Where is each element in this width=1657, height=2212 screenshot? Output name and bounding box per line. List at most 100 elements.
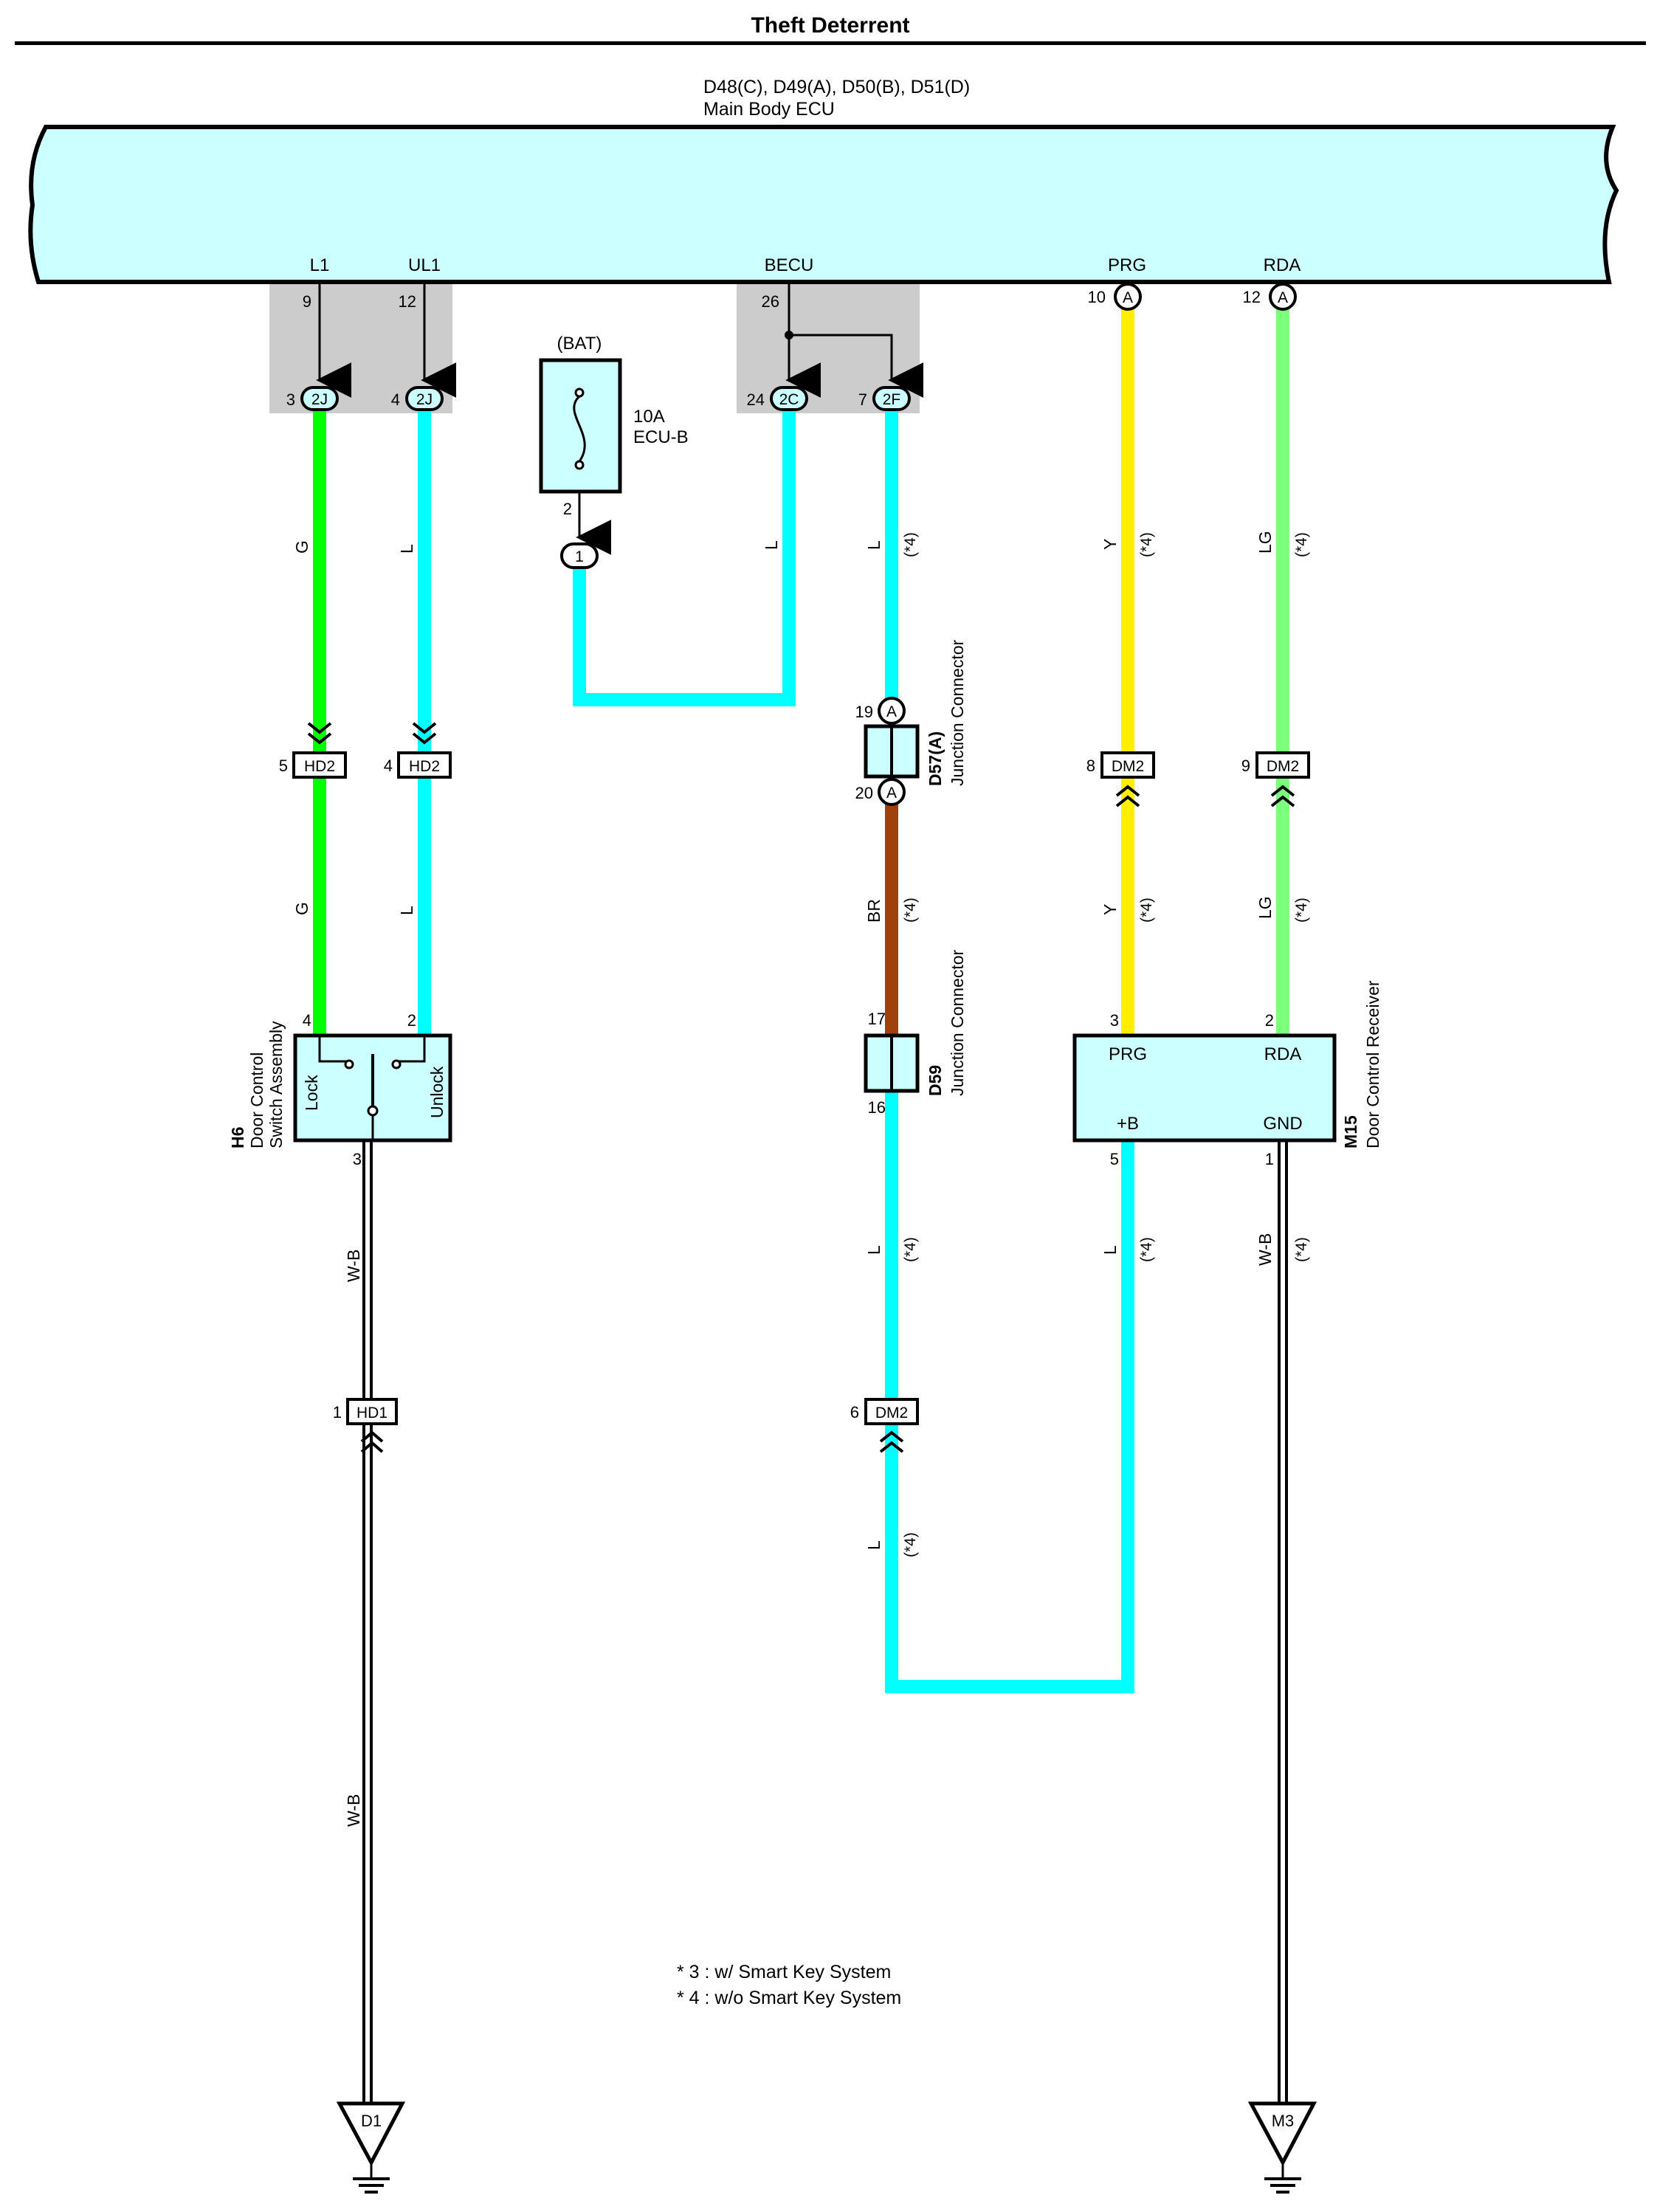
- svg-text:A: A: [886, 703, 897, 720]
- svg-text:DM2: DM2: [875, 1405, 908, 1422]
- h6-name-line1: Door Control: [247, 1052, 266, 1148]
- m15-gnd-label: GND: [1263, 1114, 1302, 1134]
- connector-hd1: HD1: [346, 1398, 398, 1453]
- pin-num-l1: 9: [303, 292, 311, 311]
- m15-pin-rda: 2: [1265, 1011, 1274, 1030]
- page-title: Theft Deterrent: [751, 13, 909, 38]
- d57-name: Junction Connector: [948, 639, 967, 786]
- svg-text:D1: D1: [361, 2112, 382, 2130]
- m15-b-label: +B: [1117, 1114, 1139, 1134]
- wire-note-y-lower: (*4): [1138, 897, 1155, 923]
- pin-dm2-prg: 8: [1086, 757, 1095, 775]
- pin-2c: 24: [747, 390, 765, 409]
- pin-num-becu: 26: [762, 292, 779, 311]
- svg-text:HD1: HD1: [356, 1405, 387, 1422]
- d59-name: Junction Connector: [948, 949, 967, 1096]
- wire-l-becu-to-fuse: [573, 408, 796, 706]
- ecu-pin-l1: L1: [310, 255, 330, 275]
- wire-label-l-d59: L: [864, 1245, 883, 1255]
- wire-label-y-lower: Y: [1100, 904, 1120, 915]
- h6-pin-lock: 4: [303, 1011, 311, 1030]
- connector-hd2-l1: HD2: [292, 722, 347, 779]
- svg-text:2J: 2J: [416, 391, 433, 408]
- ecu-pin-rda: RDA: [1264, 255, 1301, 275]
- connector-2c: 2C: [770, 386, 808, 411]
- pin-num-rda: 12: [1243, 288, 1261, 306]
- wire-label-l-2f: L: [864, 540, 883, 550]
- h6-door-control-switch: [293, 1033, 452, 1143]
- wire-label-y-upper: Y: [1100, 539, 1120, 550]
- ground-m3: M3: [1247, 2101, 1317, 2194]
- wire-label-wb-upper: W-B: [344, 1250, 363, 1282]
- ecu-name: Main Body ECU: [703, 99, 835, 120]
- ecu-codes: D48(C), D49(A), D50(B), D51(D): [703, 77, 970, 97]
- pin-d57-bot: 20: [855, 784, 873, 802]
- svg-text:2F: 2F: [883, 391, 901, 408]
- pin-2j-l1: 3: [286, 390, 295, 409]
- m15-code: M15: [1341, 1115, 1360, 1148]
- wire-label-l-ul1-upper: L: [397, 544, 416, 554]
- wire-l-d59-to-receiver: [885, 1091, 1134, 1693]
- svg-text:HD2: HD2: [304, 758, 335, 775]
- pin-2f: 7: [858, 390, 867, 409]
- m15-pin-gnd: 1: [1265, 1150, 1274, 1168]
- h6-name-line2: Switch Assembly: [266, 1021, 286, 1148]
- connector-dm2-lower: DM2: [864, 1398, 919, 1453]
- connector-hd2-ul1: HD2: [397, 722, 452, 779]
- connector-2j-ul1: 2J: [405, 386, 444, 411]
- wire-label-wb-lower: W-B: [344, 1794, 363, 1827]
- junction-d59: [864, 1033, 920, 1093]
- svg-text:HD2: HD2: [409, 758, 440, 775]
- fuse-pin: 2: [563, 500, 572, 518]
- m15-prg-label: PRG: [1109, 1044, 1147, 1064]
- pin-hd2-l1: 5: [279, 757, 288, 775]
- splice-dot: [785, 331, 793, 340]
- svg-text:A: A: [1278, 289, 1288, 306]
- wire-note-l-dm2-lower: (*4): [902, 1532, 919, 1557]
- wire-label-g-upper: G: [292, 540, 311, 554]
- wire-note-lg-lower: (*4): [1293, 897, 1310, 923]
- internal-wire-becu-2f: [789, 334, 924, 398]
- svg-text:A: A: [886, 785, 897, 802]
- ecu-pin-becu: BECU: [765, 255, 814, 275]
- m15-rda-label: RDA: [1264, 1044, 1302, 1064]
- m15-pin-b: 5: [1110, 1150, 1119, 1168]
- h6-lock-label: Lock: [302, 1075, 321, 1111]
- ground-d1: D1: [336, 2101, 406, 2194]
- svg-text:DM2: DM2: [1112, 758, 1144, 775]
- wire-label-lg-upper: LG: [1255, 531, 1275, 554]
- connector-1: 1: [560, 542, 599, 569]
- h6-pin-unlock: 2: [407, 1011, 416, 1030]
- svg-text:1: 1: [575, 548, 584, 565]
- wire-note-l-d59: (*4): [902, 1237, 919, 1262]
- h6-pin-gnd: 3: [353, 1150, 362, 1168]
- pin-num-prg: 10: [1088, 288, 1106, 306]
- wire-label-l-ul1-lower: L: [397, 906, 416, 915]
- connector-a-prg: A: [1114, 283, 1142, 311]
- wire-label-g-lower: G: [292, 902, 311, 915]
- junction-d57: A A: [864, 697, 920, 806]
- h6-code: H6: [228, 1127, 247, 1148]
- wire-note-l-2f: (*4): [902, 532, 919, 557]
- wire-label-l-becu: L: [762, 540, 781, 550]
- fuse-rating: 10A: [633, 407, 665, 427]
- pin-hd1: 1: [333, 1403, 342, 1422]
- connector-dm2-rda: DM2: [1255, 751, 1310, 807]
- wire-label-l-receiver: L: [1100, 1245, 1120, 1255]
- title-rule: [15, 41, 1646, 45]
- pin-d59-bot: 16: [868, 1098, 886, 1117]
- svg-text:A: A: [1123, 289, 1133, 306]
- fuse-source: (BAT): [557, 334, 602, 354]
- pin-2j-ul1: 4: [391, 390, 400, 409]
- ecu-pin-ul1: UL1: [408, 255, 441, 275]
- pin-d57-top: 19: [855, 703, 873, 721]
- main-body-ecu: [28, 125, 1619, 284]
- fuse-ecu-b: [539, 358, 622, 494]
- wire-note-y-upper: (*4): [1138, 532, 1155, 557]
- connector-a-rda: A: [1269, 283, 1297, 311]
- d59-code: D59: [926, 1065, 945, 1096]
- pin-dm2-lower: 6: [850, 1403, 859, 1422]
- connector-dm2-prg: DM2: [1100, 751, 1155, 807]
- pin-d59-top: 17: [868, 1010, 886, 1028]
